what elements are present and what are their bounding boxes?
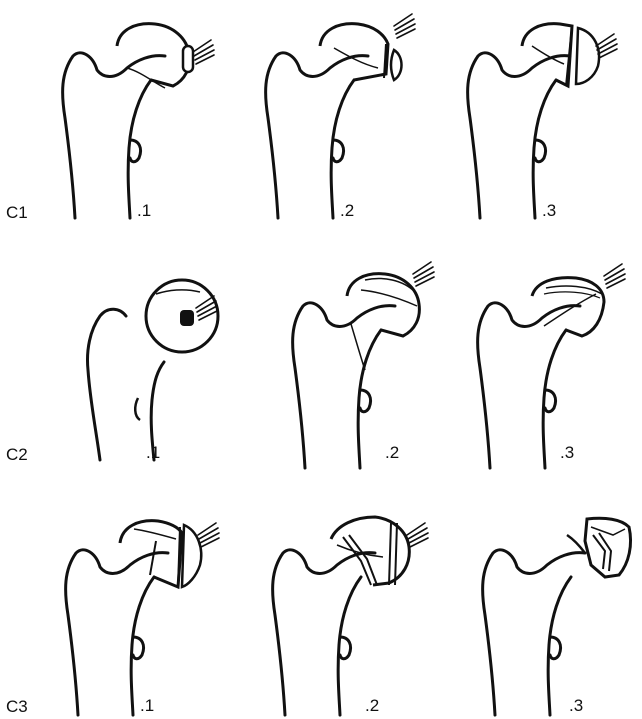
row-c3: C3 .1 .2 [6, 517, 631, 716]
row-c2: C2 .1 .2 .3 [6, 262, 625, 468]
panel-label-c2-1: .1 [146, 443, 160, 462]
panel-c3-1: .1 [66, 521, 219, 715]
panel-label-c2-2: .2 [385, 443, 399, 462]
panel-c2-1: .1 [88, 280, 219, 462]
panel-label-c1-2: .2 [340, 201, 354, 220]
panel-label-c3-1: .1 [140, 696, 154, 715]
panel-c2-2: .2 [293, 262, 434, 468]
panel-c2-3: .3 [478, 264, 625, 468]
panel-c1-3: .3 [468, 24, 617, 220]
panel-c1-1: .1 [63, 24, 214, 220]
row-label-c2: C2 [6, 445, 28, 464]
row-c1: C1 .1 .2 .3 [6, 14, 617, 222]
panel-label-c3-2: .2 [365, 696, 379, 715]
panel-label-c2-3: .3 [560, 443, 574, 462]
panel-label-c1-1: .1 [137, 201, 151, 220]
panel-c3-3: .3 [483, 518, 631, 715]
panel-label-c3-3: .3 [569, 696, 583, 715]
panel-label-c1-3: .3 [542, 201, 556, 220]
row-label-c3: C3 [6, 697, 28, 716]
panel-c3-2: .2 [273, 517, 428, 715]
row-label-c1: C1 [6, 203, 28, 222]
panel-c1-2: .2 [266, 14, 415, 220]
